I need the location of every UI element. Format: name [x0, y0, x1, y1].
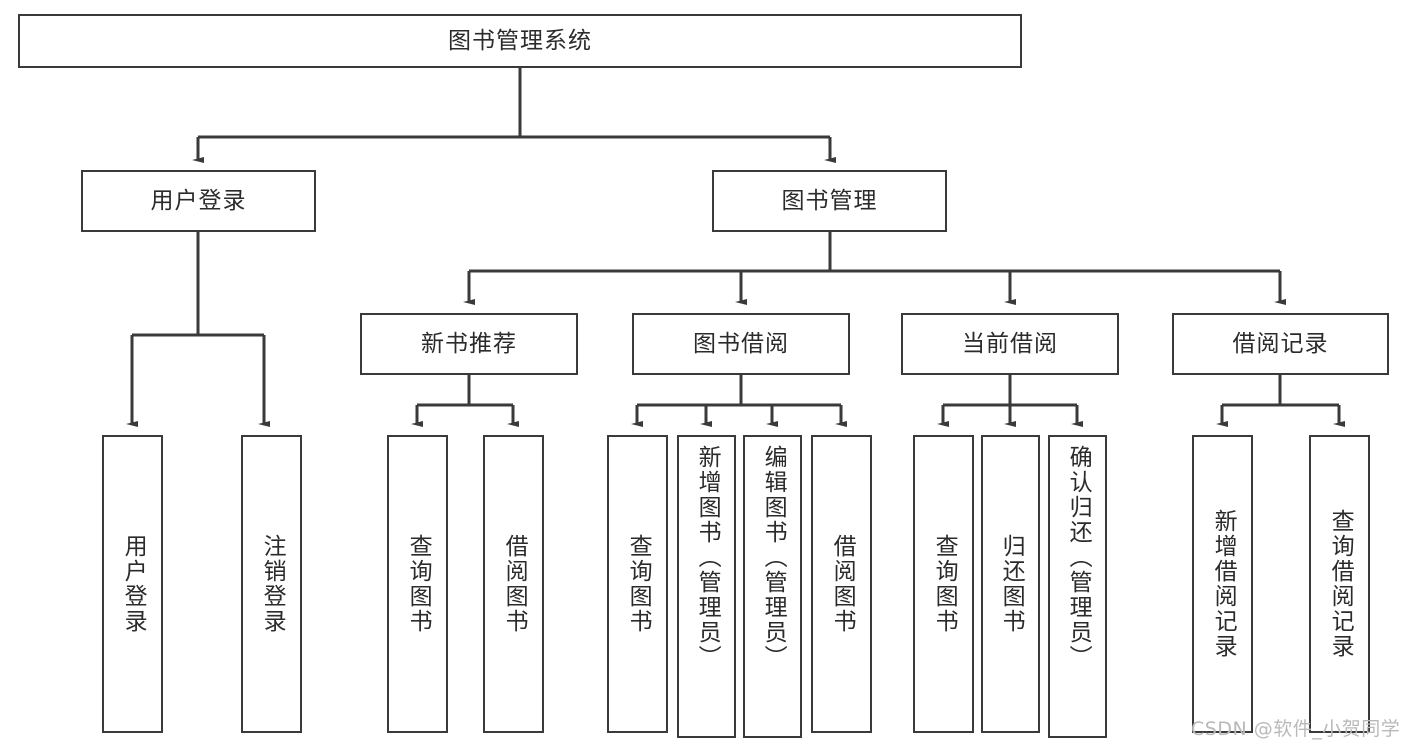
node-leaf-edit-book-label: 编辑图书（管理员）: [760, 445, 787, 670]
node-leaf-query-book-3[interactable]: 查询图书: [913, 435, 974, 733]
node-leaf-borrow-book-2-label: 借阅图书: [829, 534, 856, 634]
node-leaf-query-book-1-label: 查询图书: [405, 534, 432, 634]
node-leaf-add-record[interactable]: 新增借阅记录: [1192, 435, 1253, 733]
node-user-login-label: 用户登录: [150, 187, 247, 214]
node-leaf-borrow-book-2[interactable]: 借阅图书: [811, 435, 872, 733]
node-current-borrow-label: 当前借阅: [962, 330, 1058, 357]
node-leaf-user-login[interactable]: 用户登录: [102, 435, 163, 733]
node-leaf-borrow-book-1[interactable]: 借阅图书: [483, 435, 544, 733]
node-leaf-add-book[interactable]: 新增图书（管理员）: [677, 435, 736, 738]
csdn-watermark: CSDN @软件_小贺同学: [1191, 718, 1401, 740]
node-borrow-record-label: 借阅记录: [1232, 330, 1329, 357]
node-new-book-rec-label: 新书推荐: [421, 330, 517, 357]
node-leaf-return-book[interactable]: 归还图书: [981, 435, 1040, 733]
node-leaf-return-book-label: 归还图书: [998, 534, 1025, 634]
node-book-borrow-label: 图书借阅: [693, 330, 789, 357]
node-leaf-logout-login-label: 注销登录: [259, 534, 286, 634]
node-book-borrow[interactable]: 图书借阅: [632, 313, 850, 375]
node-user-login[interactable]: 用户登录: [81, 170, 316, 232]
node-leaf-logout-login[interactable]: 注销登录: [241, 435, 302, 733]
node-leaf-query-book-2[interactable]: 查询图书: [607, 435, 668, 733]
node-leaf-query-record-label: 查询借阅记录: [1327, 509, 1354, 659]
node-root-label: 图书管理系统: [448, 27, 592, 54]
node-book-manage[interactable]: 图书管理: [712, 170, 947, 232]
node-leaf-query-book-2-label: 查询图书: [625, 534, 652, 634]
node-current-borrow[interactable]: 当前借阅: [901, 313, 1119, 375]
node-leaf-query-book-1[interactable]: 查询图书: [387, 435, 448, 733]
node-leaf-query-book-3-label: 查询图书: [931, 534, 958, 634]
node-leaf-borrow-book-1-label: 借阅图书: [501, 534, 528, 634]
node-leaf-confirm-return-label: 确认归还（管理员）: [1065, 445, 1092, 670]
node-book-manage-label: 图书管理: [781, 187, 878, 214]
node-leaf-add-record-label: 新增借阅记录: [1210, 509, 1237, 659]
node-leaf-user-login-label: 用户登录: [120, 534, 147, 634]
node-leaf-query-record[interactable]: 查询借阅记录: [1309, 435, 1370, 733]
node-leaf-edit-book[interactable]: 编辑图书（管理员）: [743, 435, 802, 738]
node-leaf-add-book-label: 新增图书（管理员）: [694, 445, 721, 670]
node-leaf-confirm-return[interactable]: 确认归还（管理员）: [1048, 435, 1107, 738]
node-borrow-record[interactable]: 借阅记录: [1172, 313, 1389, 375]
node-root[interactable]: 图书管理系统: [18, 14, 1022, 68]
node-new-book-rec[interactable]: 新书推荐: [360, 313, 578, 375]
